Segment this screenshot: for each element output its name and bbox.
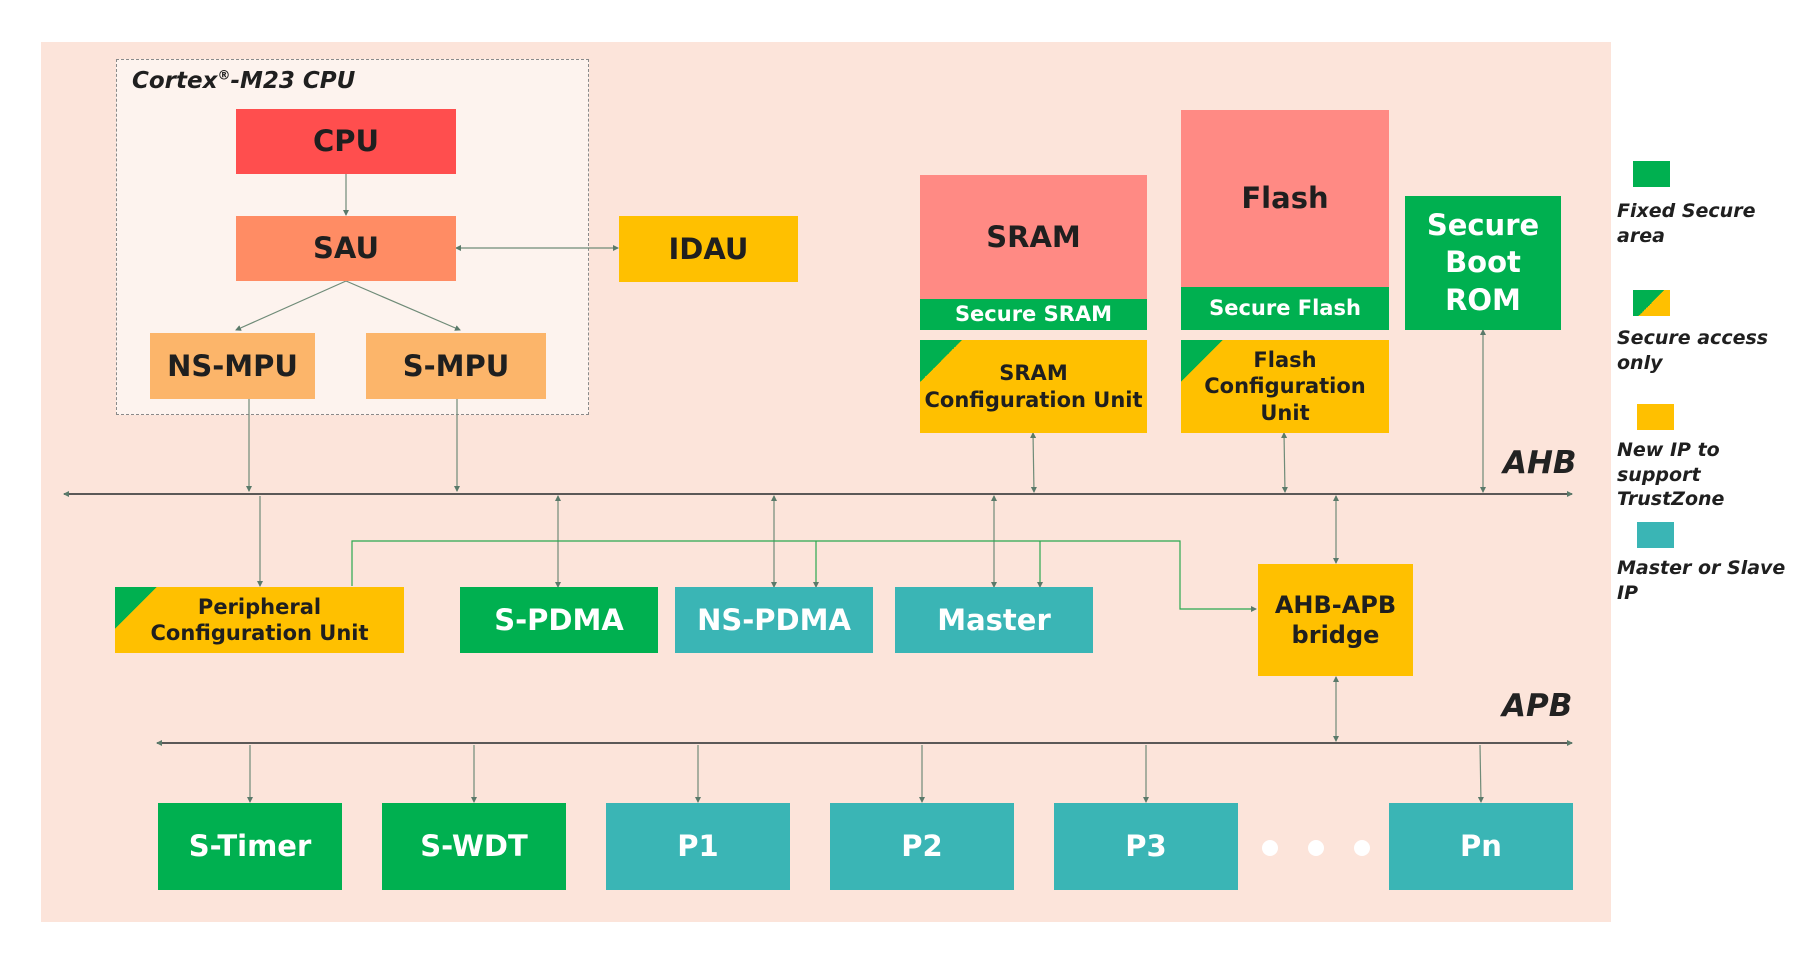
idau-block: IDAU — [619, 216, 798, 282]
ns-pdma-block: NS-PDMA — [675, 587, 873, 653]
apb-bus-label: APB — [1502, 688, 1573, 724]
cpu-block: CPU — [236, 109, 456, 174]
ahb-bus-label: AHB — [1503, 445, 1577, 481]
sau-block: SAU — [236, 216, 456, 281]
ellipsis-dot — [1308, 840, 1324, 856]
legend-fixed-secure-label: Fixed Secure area — [1617, 200, 1756, 247]
ellipsis-dot — [1262, 840, 1278, 856]
secure-access-corner — [920, 340, 962, 382]
secure-access-corner — [115, 587, 157, 629]
flash-block: Flash — [1181, 110, 1389, 287]
legend-fixed-secure-swatch — [1633, 161, 1670, 187]
legend-new-ip-swatch — [1637, 404, 1674, 430]
ellipsis-dot — [1354, 840, 1370, 856]
legend-secure-access-swatch — [1633, 290, 1670, 316]
secure-flash-block: Secure Flash — [1181, 287, 1389, 330]
secure-sram-block: Secure SRAM — [920, 299, 1147, 330]
s-mpu-block: S-MPU — [366, 333, 546, 399]
secure-access-corner — [1181, 340, 1223, 382]
master-block: Master — [895, 587, 1093, 653]
peripheral-p1-block: P1 — [606, 803, 790, 890]
cpu-group-title: Cortex®-M23 CPU — [132, 68, 356, 94]
ns-mpu-block: NS-MPU — [150, 333, 315, 399]
legend-master-slave-swatch — [1637, 522, 1674, 548]
peripheral-pn-block: Pn — [1389, 803, 1573, 890]
ellipsis-dots — [1262, 840, 1370, 856]
s-timer-block: S-Timer — [158, 803, 342, 890]
legend-secure-access-label: Secure access only — [1617, 327, 1769, 374]
s-pdma-block: S-PDMA — [460, 587, 658, 653]
peripheral-p3-block: P3 — [1054, 803, 1238, 890]
peripheral-p2-block: P2 — [830, 803, 1014, 890]
sram-block: SRAM — [920, 175, 1147, 299]
legend-master-slave-label: Master or Slave IP — [1617, 557, 1786, 604]
s-wdt-block: S-WDT — [382, 803, 566, 890]
